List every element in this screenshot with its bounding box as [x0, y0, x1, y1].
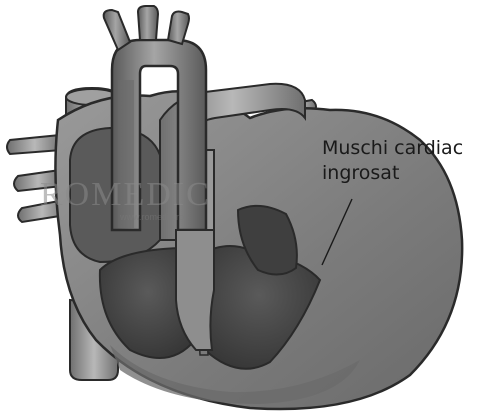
watermark-subtext: www.romedic.ro	[119, 212, 184, 222]
watermark-text: ROMEDIC	[40, 176, 211, 213]
thickened-muscle-label: Muschi cardiac ingrosat	[322, 136, 463, 186]
label-line-1: Muschi cardiac	[322, 136, 463, 161]
label-line-2: ingrosat	[322, 161, 463, 186]
